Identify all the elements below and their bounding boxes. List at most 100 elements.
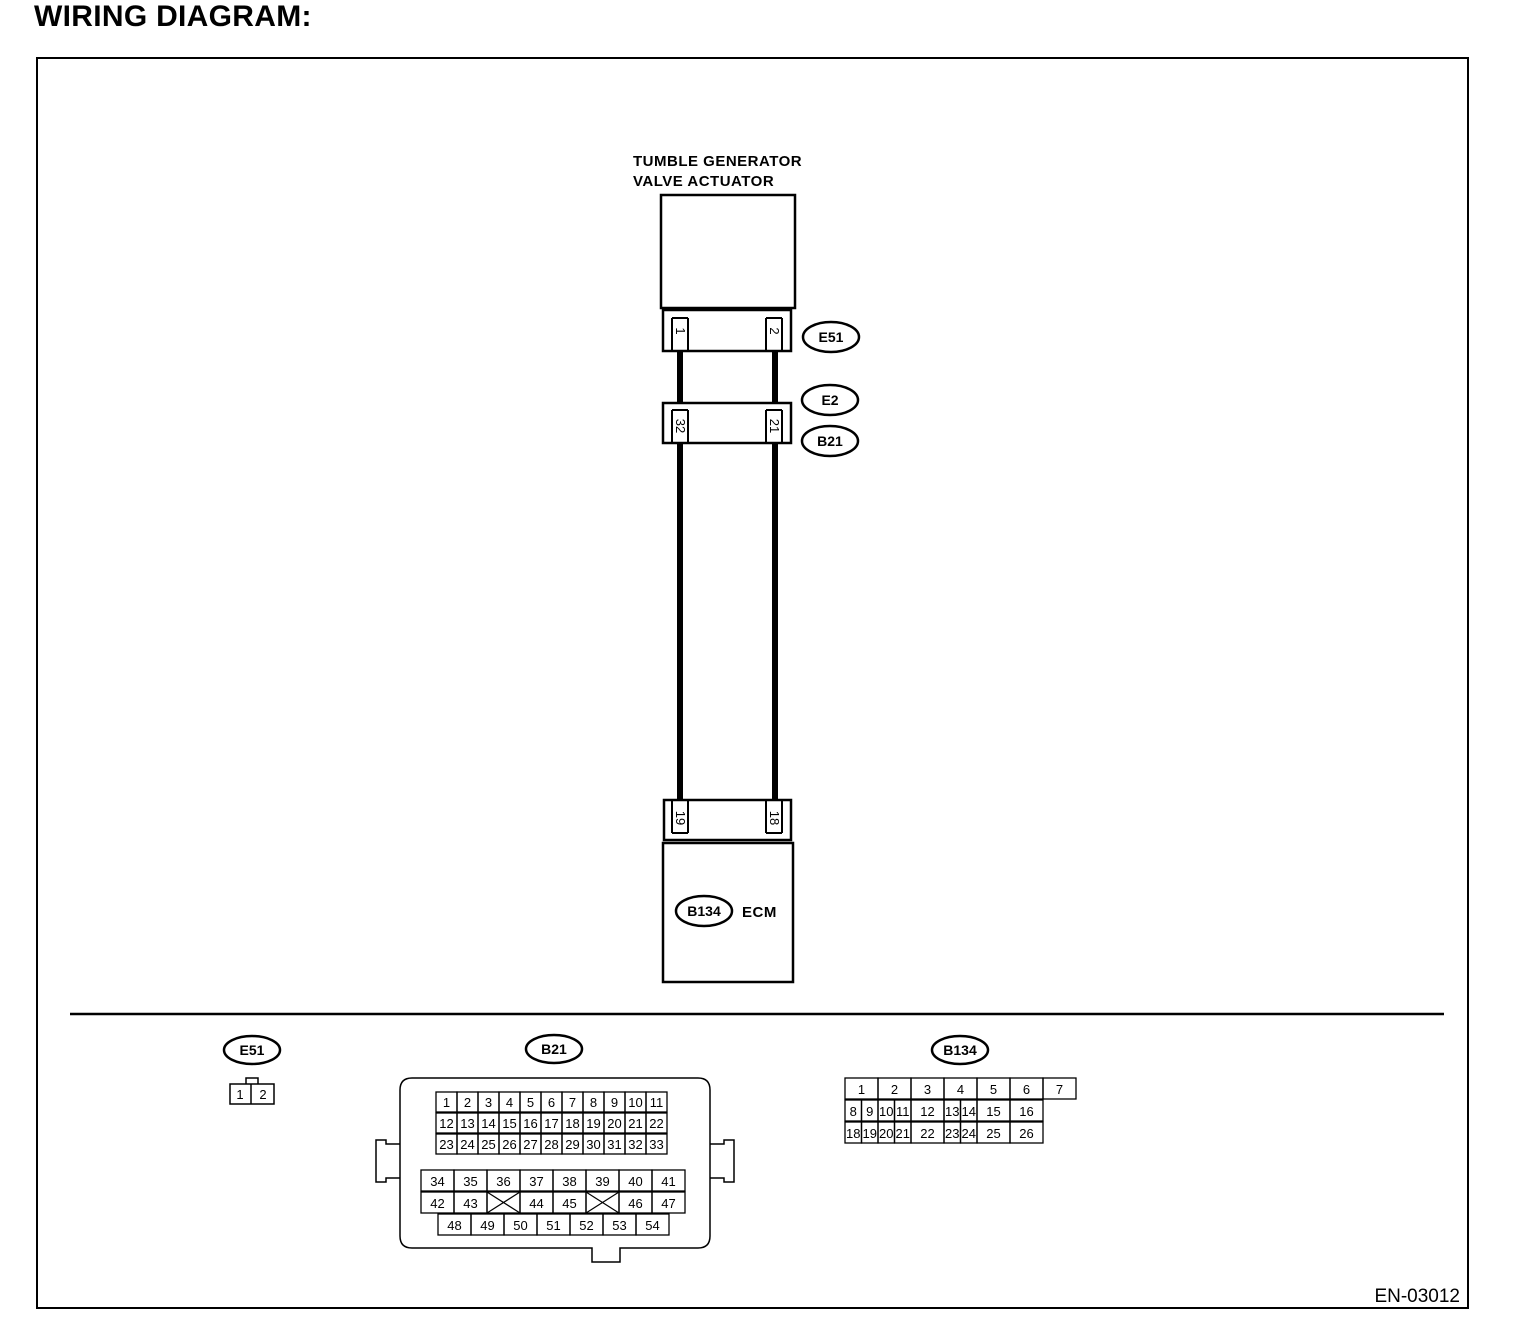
e2-callout-label: E2	[821, 392, 838, 408]
faceview-b21-cavity: 9	[611, 1095, 618, 1110]
faceview-b134-cavity: 12	[920, 1104, 934, 1119]
faceview-b21-cavity: 51	[546, 1218, 560, 1233]
faceview-b21-cavity: 17	[544, 1116, 558, 1131]
faceview-b21-cavity: 37	[529, 1174, 543, 1189]
b21-pin-32: 32	[673, 419, 688, 433]
faceview-b134-cavity: 9	[866, 1104, 873, 1119]
faceview-e51-callout	[222, 1034, 282, 1066]
faceview-b21-cavity: 36	[496, 1174, 510, 1189]
faceview-b134-cavity: 15	[986, 1104, 1000, 1119]
faceview-b21-cavity: 43	[463, 1196, 477, 1211]
e51-callout-label: E51	[819, 329, 844, 345]
faceview-b21-cavity: 19	[586, 1116, 600, 1131]
e2-callout	[800, 383, 860, 417]
b134-callout	[674, 894, 734, 928]
cavity-box	[645, 1112, 668, 1134]
faceview-b21-cavity: 29	[565, 1137, 579, 1152]
faceview-b21-cavity: 33	[649, 1137, 663, 1152]
faceview-b21-cavity: 1	[443, 1095, 450, 1110]
faceview-b21-cavity: 35	[463, 1174, 477, 1189]
b21-pin-21: 21	[767, 419, 782, 433]
diagram-frame	[36, 57, 1469, 1309]
faceview-b21-cavity: 42	[430, 1196, 444, 1211]
faceview-b21-cavity: 39	[595, 1174, 609, 1189]
cavity-box	[1042, 1077, 1077, 1100]
faceview-e51-cavity: 1	[236, 1087, 243, 1102]
faceview-e51-cavity: 2	[259, 1087, 266, 1102]
faceview-b134-cavity: 14	[962, 1104, 976, 1119]
faceview-b21-cavity: 40	[628, 1174, 642, 1189]
blank-cavity-cross	[486, 1191, 521, 1214]
faceview-b21-cavity: 16	[523, 1116, 537, 1131]
faceview-b21-label: B21	[541, 1041, 567, 1057]
faceview-b134-cavity: 5	[990, 1082, 997, 1097]
faceview-b134-label: B134	[943, 1042, 977, 1058]
faceview-b21-cavity: 3	[485, 1095, 492, 1110]
cavity-box	[645, 1091, 668, 1113]
faceview-b134-cavity: 22	[920, 1126, 934, 1141]
faceview-b21-cavity: 20	[607, 1116, 621, 1131]
faceview-e51-label: E51	[240, 1042, 265, 1058]
faceview-b21-cavity: 52	[579, 1218, 593, 1233]
faceview-b21-cavity: 2	[464, 1095, 471, 1110]
faceview-b134-cavity: 6	[1023, 1082, 1030, 1097]
faceview-b21-cavity: 31	[607, 1137, 621, 1152]
faceview-b21-cavity: 8	[590, 1095, 597, 1110]
faceview-b21-cavity: 4	[506, 1095, 513, 1110]
faceview-b134-cavity: 26	[1019, 1126, 1033, 1141]
b21-callout-label: B21	[817, 433, 843, 449]
cavity-box	[645, 1133, 668, 1155]
actuator-label-line2: VALVE ACTUATOR	[633, 173, 774, 190]
b134-pin-18: 18	[767, 811, 782, 825]
b134-callout-label: B134	[687, 903, 721, 919]
faceview-b134-callout	[930, 1034, 990, 1066]
faceview-b21-cavity: 54	[645, 1218, 659, 1233]
faceview-b21-cavity: 10	[628, 1095, 642, 1110]
cavity-box	[1009, 1121, 1044, 1144]
faceview-b21-cavity: 53	[612, 1218, 626, 1233]
faceview-b21-cavity: 7	[569, 1095, 576, 1110]
faceview-b21-cavity: 50	[513, 1218, 527, 1233]
connector-e2-b21: 32 21	[661, 401, 793, 445]
faceview-b21-cavity: 23	[439, 1137, 453, 1152]
faceview-b134-cavity: 24	[962, 1126, 976, 1141]
faceview-b134-cavity: 2	[891, 1082, 898, 1097]
cavity-box	[1009, 1099, 1044, 1122]
connector-b134: 19 18	[662, 798, 793, 842]
actuator-label-line1: TUMBLE GENERATOR	[633, 153, 802, 170]
faceview-b134-cavity: 16	[1019, 1104, 1033, 1119]
b134-pin-19: 19	[673, 811, 688, 825]
faceview-b21-cavity: 25	[481, 1137, 495, 1152]
faceview-b21-cavity: 13	[460, 1116, 474, 1131]
faceview-b134-cavity: 8	[850, 1104, 857, 1119]
faceview-b21-cavity: 28	[544, 1137, 558, 1152]
faceview-b21-callout	[524, 1033, 584, 1065]
faceview-b21-cavity: 46	[628, 1196, 642, 1211]
diagram-reference: EN-03012	[1374, 1286, 1460, 1307]
blank-cavity-cross	[585, 1191, 620, 1214]
page-title: WIRING DIAGRAM:	[34, 0, 312, 33]
faceview-b21-cavity: 15	[502, 1116, 516, 1131]
faceview-b21-cavity: 48	[447, 1218, 461, 1233]
faceview-b21-cavity: 14	[481, 1116, 495, 1131]
faceview-e51: 1 2	[229, 1077, 275, 1105]
faceview-b21-cavity: 34	[430, 1174, 444, 1189]
faceview-b21-cavity: 30	[586, 1137, 600, 1152]
faceview-b21-cavity: 47	[661, 1196, 675, 1211]
faceview-b21-cavity: 24	[460, 1137, 474, 1152]
faceview-b21-cavity: 27	[523, 1137, 537, 1152]
faceview-b21-cavity: 41	[661, 1174, 675, 1189]
faceview-b134-cavity: 4	[957, 1082, 964, 1097]
connector-e51: 1 2	[661, 308, 793, 353]
faceview-b134-cavity: 20	[879, 1126, 893, 1141]
cavity-box	[635, 1213, 670, 1236]
actuator-body	[659, 193, 797, 310]
faceview-b21-cavity: 5	[527, 1095, 534, 1110]
cavity-box	[651, 1169, 686, 1192]
faceview-b134-cavity: 10	[879, 1104, 893, 1119]
faceview-b21-cavity: 38	[562, 1174, 576, 1189]
faceview-b21-cavity: 18	[565, 1116, 579, 1131]
